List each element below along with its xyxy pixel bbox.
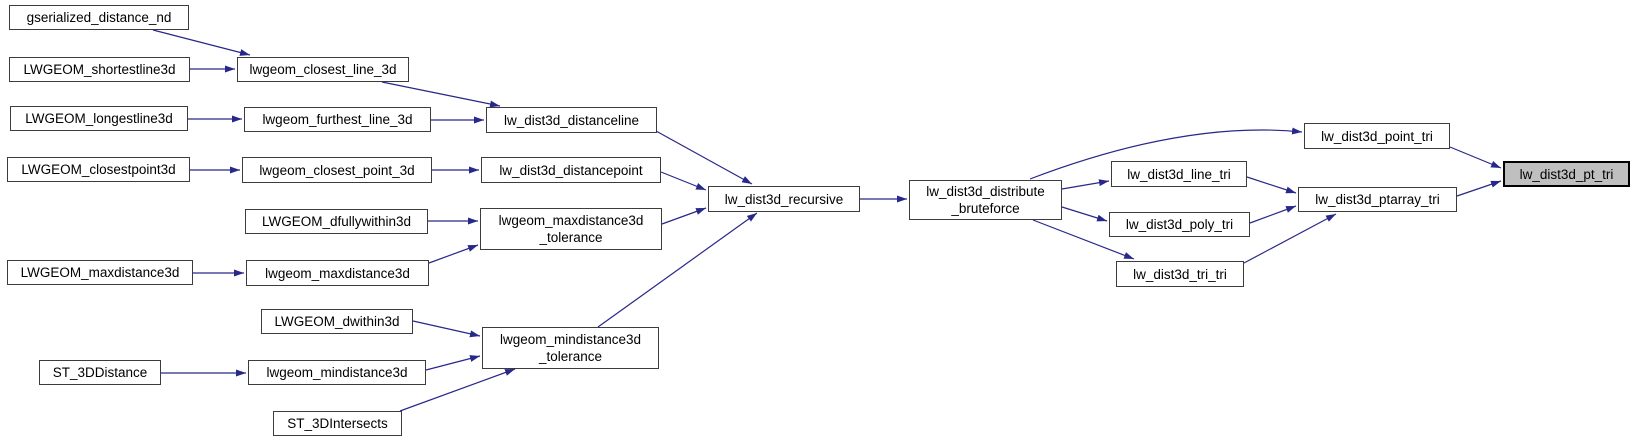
edge-lwgeom_maxdistance3d_tolerance-to-lw_dist3d_recursive: [661, 207, 707, 225]
node-LWGEOM_shortestline3d[interactable]: LWGEOM_shortestline3d: [9, 57, 190, 82]
edge-lw_dist3d_distanceline-to-lw_dist3d_recursive: [655, 130, 753, 185]
node-lw_dist3d_ptarray_tri[interactable]: lw_dist3d_ptarray_tri: [1298, 187, 1457, 212]
edge-lwgeom_mindistance3d_tolerance-to-lw_dist3d_recursive: [597, 212, 758, 328]
node-lw_dist3d_line_tri[interactable]: lw_dist3d_line_tri: [1111, 161, 1247, 187]
node-ST_3DDistance[interactable]: ST_3DDistance: [39, 360, 161, 385]
node-lwgeom_maxdistance3d_tolerance[interactable]: lwgeom_maxdistance3d _tolerance: [480, 208, 662, 250]
node-gserialized_distance_nd[interactable]: gserialized_distance_nd: [9, 5, 189, 30]
node-lw_dist3d_distanceline[interactable]: lw_dist3d_distanceline: [486, 107, 657, 133]
edge-lw_dist3d_distribute_bruteforce-to-lw_dist3d_line_tri: [1061, 179, 1110, 190]
edge-lw_dist3d_distancepoint-to-lw_dist3d_recursive: [660, 171, 707, 191]
node-ST_3DIntersects[interactable]: ST_3DIntersects: [273, 411, 402, 436]
node-lwgeom_mindistance3d[interactable]: lwgeom_mindistance3d: [248, 360, 426, 385]
node-LWGEOM_closestpoint3d[interactable]: LWGEOM_closestpoint3d: [7, 157, 190, 182]
node-LWGEOM_longestline3d[interactable]: LWGEOM_longestline3d: [10, 106, 188, 131]
edge-lw_dist3d_distribute_bruteforce-to-lw_dist3d_tri_tri: [1032, 219, 1135, 260]
node-LWGEOM_dwithin3d[interactable]: LWGEOM_dwithin3d: [261, 309, 413, 334]
edge-lw_dist3d_distribute_bruteforce-to-lw_dist3d_poly_tri: [1061, 206, 1108, 222]
edge-lwgeom_maxdistance3d-to-lwgeom_maxdistance3d_tolerance: [428, 244, 479, 264]
edge-lw_dist3d_poly_tri-to-lw_dist3d_ptarray_tri: [1249, 205, 1297, 224]
node-LWGEOM_maxdistance3d[interactable]: LWGEOM_maxdistance3d: [7, 260, 193, 285]
node-lwgeom_maxdistance3d[interactable]: lwgeom_maxdistance3d: [246, 260, 429, 286]
node-lw_dist3d_distancepoint[interactable]: lw_dist3d_distancepoint: [481, 157, 661, 183]
node-lw_dist3d_poly_tri[interactable]: lw_dist3d_poly_tri: [1109, 212, 1250, 237]
node-lw_dist3d_recursive[interactable]: lw_dist3d_recursive: [708, 186, 860, 212]
edge-lw_dist3d_distribute_bruteforce-to-lw_dist3d_point_tri: [1029, 127, 1303, 180]
edge-LWGEOM_dwithin3d-to-lwgeom_mindistance3d_tolerance: [412, 320, 481, 338]
node-lw_dist3d_distribute_bruteforce[interactable]: lw_dist3d_distribute _bruteforce: [909, 180, 1062, 220]
node-lw_dist3d_point_tri[interactable]: lw_dist3d_point_tri: [1304, 123, 1450, 149]
node-lw_dist3d_pt_tri: lw_dist3d_pt_tri: [1503, 161, 1630, 187]
edge-lw_dist3d_line_tri-to-lw_dist3d_ptarray_tri: [1246, 176, 1297, 194]
node-lw_dist3d_tri_tri[interactable]: lw_dist3d_tri_tri: [1116, 261, 1244, 287]
node-lwgeom_closest_line_3d[interactable]: lwgeom_closest_line_3d: [237, 57, 409, 82]
node-lwgeom_mindistance3d_tolerance[interactable]: lwgeom_mindistance3d _tolerance: [482, 327, 659, 369]
edge-lw_dist3d_tri_tri-to-lw_dist3d_ptarray_tri: [1243, 213, 1337, 264]
edge-gserialized_distance_nd-to-lwgeom_closest_line_3d: [152, 29, 251, 56]
edge-lwgeom_closest_line_3d-to-lw_dist3d_distanceline: [381, 81, 501, 108]
node-lwgeom_closest_point_3d[interactable]: lwgeom_closest_point_3d: [242, 157, 432, 183]
edge-lwgeom_mindistance3d-to-lwgeom_mindistance3d_tolerance: [425, 355, 481, 371]
edge-lw_dist3d_point_tri-to-lw_dist3d_pt_tri: [1449, 146, 1502, 169]
edge-lw_dist3d_ptarray_tri-to-lw_dist3d_pt_tri: [1456, 180, 1502, 197]
node-LWGEOM_dfullywithin3d[interactable]: LWGEOM_dfullywithin3d: [245, 209, 428, 234]
edge-ST_3DIntersects-to-lwgeom_mindistance3d_tolerance: [399, 368, 516, 412]
node-lwgeom_furthest_line_3d[interactable]: lwgeom_furthest_line_3d: [244, 107, 431, 132]
